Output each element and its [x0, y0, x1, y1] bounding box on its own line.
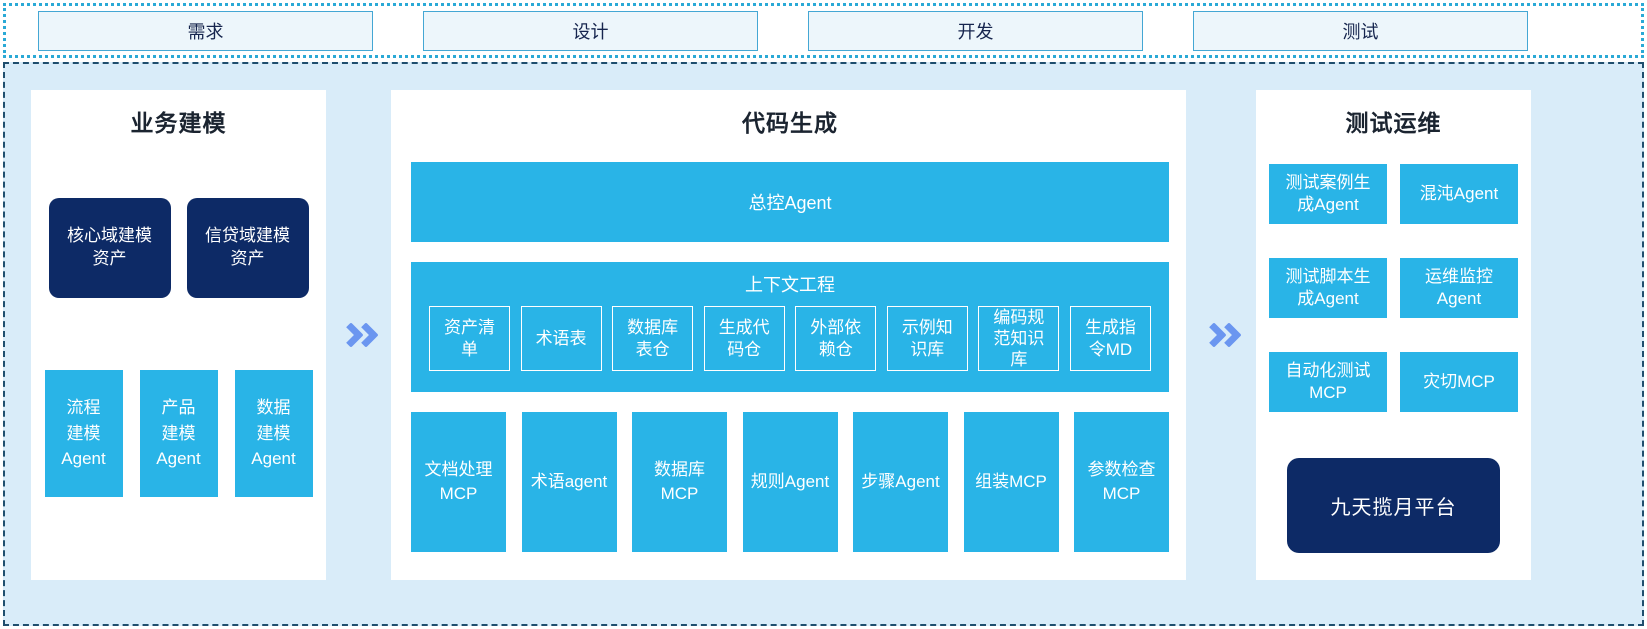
phase-box-requirements: 需求: [38, 10, 373, 51]
main-container: 业务建模 核心域建模资产 信贷域建模资产 流程建模Agent 产品建模Agent…: [3, 62, 1644, 626]
modeling-assets-row: 核心域建模资产 信贷域建模资产: [31, 198, 326, 298]
ops-box-chaos-agent: 混沌Agent: [1400, 164, 1518, 224]
ops-box-disaster-switch-mcp: 灾切MCP: [1400, 352, 1518, 412]
master-agent-bar: 总控Agent: [411, 162, 1169, 242]
ops-box-test-case-gen-agent: 测试案例生成Agent: [1269, 164, 1387, 224]
context-item-db-table-repo: 数据库表仓: [612, 306, 694, 371]
agent-box-data-modeling: 数据建模Agent: [234, 370, 313, 497]
tool-box-doc-processing-mcp: 文档处理MCP: [411, 412, 506, 552]
panel-test-ops: 测试运维 测试案例生成Agent 混沌Agent 测试脚本生成Agent 运维监…: [1256, 90, 1531, 580]
generation-tools-row: 文档处理MCP 术语agent 数据库MCP 规则Agent 步骤Agent 组…: [411, 412, 1169, 552]
context-item-example-kb: 示例知识库: [886, 306, 968, 371]
panel-code-generation: 代码生成 总控Agent 上下文工程 资产清单 术语表 数据库表仓 生成代码仓 …: [391, 90, 1186, 580]
asset-box-core-domain: 核心域建模资产: [48, 198, 171, 298]
platform-box-jiutian-lanyue: 九天揽月平台: [1287, 458, 1500, 553]
agent-box-product-modeling: 产品建模Agent: [139, 370, 218, 497]
asset-box-credit-domain: 信贷域建模资产: [186, 198, 309, 298]
tool-box-param-check-mcp: 参数检查MCP: [1074, 412, 1169, 552]
chevron-right-icon: [1215, 322, 1242, 348]
ops-box-test-script-gen-agent: 测试脚本生成Agent: [1269, 258, 1387, 318]
context-items-row: 资产清单 术语表 数据库表仓 生成代码仓 外部依赖仓 示例知识库 编码规范知识库…: [429, 306, 1151, 371]
phase-box-development: 开发: [808, 10, 1143, 51]
chevron-right-icon: [353, 322, 379, 348]
tool-box-assembly-mcp: 组装MCP: [963, 412, 1059, 552]
tool-box-rule-agent: 规则Agent: [742, 412, 838, 552]
phase-strip: 需求 设计 开发 测试: [3, 3, 1644, 58]
ops-box-ops-monitoring-agent: 运维监控Agent: [1400, 258, 1518, 318]
test-ops-grid: 测试案例生成Agent 混沌Agent 测试脚本生成Agent 运维监控Agen…: [1256, 164, 1531, 412]
flow-arrow-icon: [1186, 90, 1256, 580]
context-item-glossary: 术语表: [520, 306, 602, 371]
context-engineering-title: 上下文工程: [745, 275, 835, 295]
tool-box-terminology-agent: 术语agent: [521, 412, 617, 552]
phase-box-design: 设计: [423, 10, 758, 51]
agent-box-process-modeling: 流程建模Agent: [44, 370, 123, 497]
panel-business-modeling: 业务建模 核心域建模资产 信贷域建模资产 流程建模Agent 产品建模Agent…: [31, 90, 326, 580]
context-item-generated-code-repo: 生成代码仓: [703, 306, 785, 371]
phase-box-testing: 测试: [1193, 10, 1528, 51]
context-item-asset-list: 资产清单: [429, 306, 510, 371]
tool-box-database-mcp: 数据库MCP: [632, 412, 727, 552]
flow-arrow-icon: [326, 90, 391, 580]
panel-title-business-modeling: 业务建模: [130, 110, 227, 136]
context-item-coding-standards-kb: 编码规范知识库: [978, 306, 1060, 371]
panel-title-code-generation: 代码生成: [742, 110, 838, 136]
context-item-external-deps-repo: 外部依赖仓: [795, 306, 877, 371]
modeling-agents-row: 流程建模Agent 产品建模Agent 数据建模Agent: [31, 370, 326, 497]
tool-box-step-agent: 步骤Agent: [853, 412, 948, 552]
ops-box-auto-test-mcp: 自动化测试MCP: [1269, 352, 1387, 412]
context-item-instruction-md: 生成指令MD: [1069, 306, 1151, 371]
panel-title-test-ops: 测试运维: [1345, 110, 1442, 136]
context-engineering-panel: 上下文工程 资产清单 术语表 数据库表仓 生成代码仓 外部依赖仓 示例知识库 编…: [411, 262, 1169, 392]
